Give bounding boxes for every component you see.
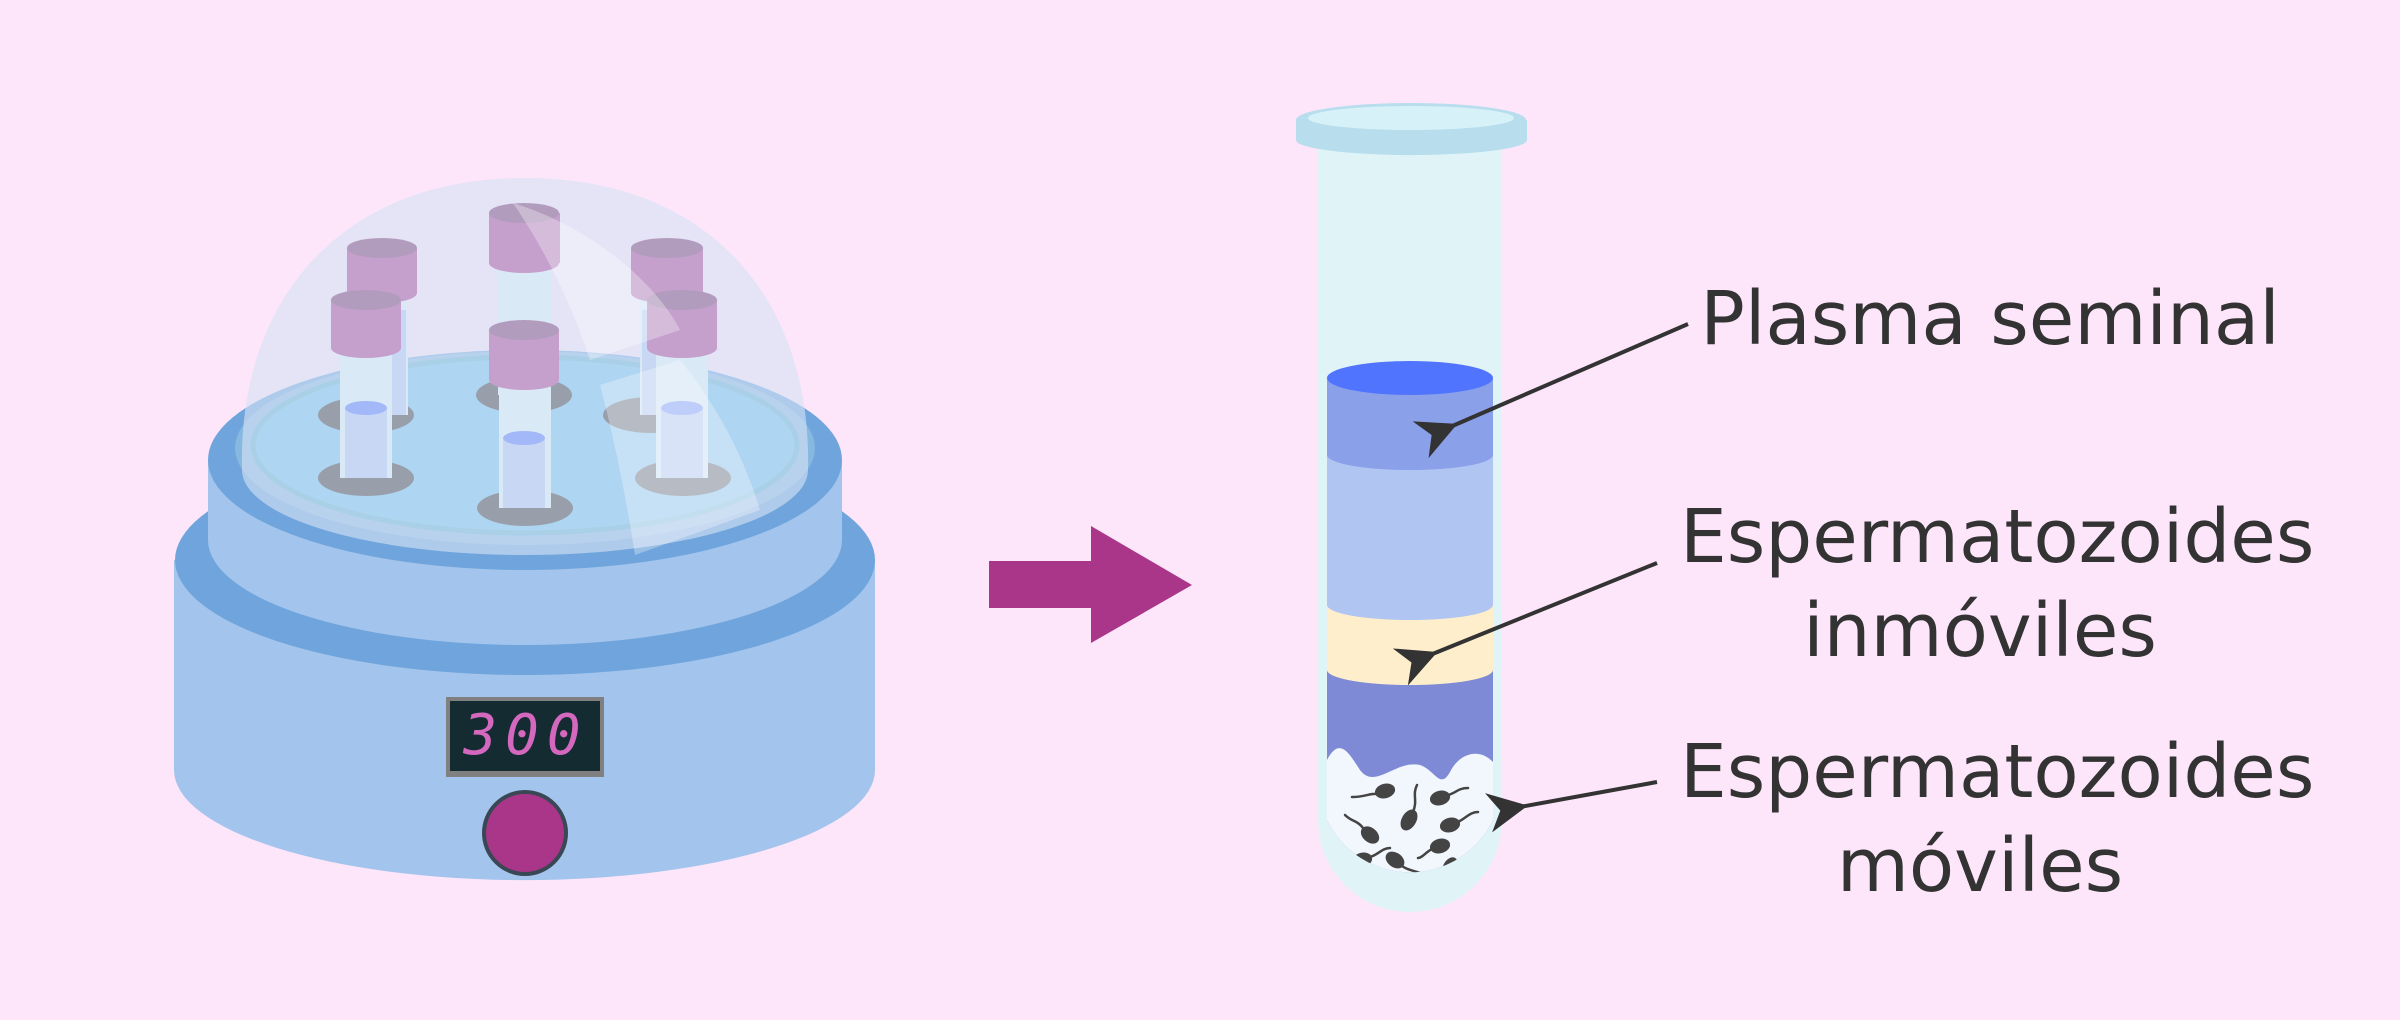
sperm-icon <box>1343 813 1380 844</box>
label-motile-sperm: Espermatozoides móviles <box>1680 725 2315 913</box>
sperm-cells <box>1343 783 1480 873</box>
test-tube-rim <box>1296 103 1527 156</box>
arrow-plasma <box>1412 322 1689 459</box>
sperm-icon <box>1400 783 1419 831</box>
speed-display-value: 300 <box>463 703 589 768</box>
centrifuge <box>174 178 875 881</box>
sperm-icon <box>1350 783 1396 799</box>
label-motile-line1: Espermatozoides <box>1680 729 2315 815</box>
sperm-icon <box>1385 851 1430 873</box>
arrow-immotile <box>1392 561 1658 686</box>
sperm-icon <box>1439 810 1480 833</box>
test-tube <box>1296 103 1527 912</box>
arrow-motile <box>1484 780 1658 833</box>
layer-motile-sperm-pellet <box>1327 748 1493 873</box>
sperm-icon <box>1429 786 1470 806</box>
label-seminal-plasma-text: Plasma seminal <box>1700 276 2280 362</box>
speed-display <box>446 697 604 777</box>
power-button[interactable] <box>482 790 568 876</box>
glass-dome <box>241 178 809 555</box>
sperm-icon <box>1416 838 1451 860</box>
label-motile-line2: móviles <box>1836 823 2124 909</box>
label-immotile-line2: inmóviles <box>1803 588 2157 674</box>
label-seminal-plasma: Plasma seminal <box>1700 272 2280 366</box>
label-immotile-sperm: Espermatozoides inmóviles <box>1680 490 2315 678</box>
right-arrow-icon <box>989 526 1192 643</box>
layer-middle-gradient <box>1327 455 1493 620</box>
label-immotile-line1: Espermatozoides <box>1680 494 2315 580</box>
layer-seminal-plasma <box>1327 361 1493 470</box>
